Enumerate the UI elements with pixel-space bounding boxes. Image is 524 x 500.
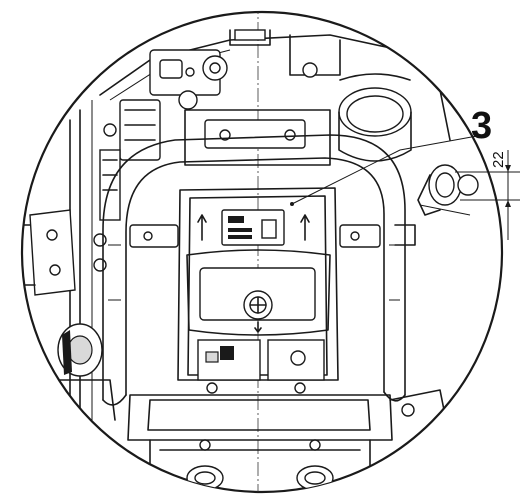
- callout-leader: [291, 133, 489, 205]
- detail-view-circle: [20, 10, 504, 494]
- dimension-label: 22: [490, 151, 507, 168]
- machine-body: [22, 12, 479, 492]
- callout-number: 3: [471, 105, 492, 147]
- dimension-22: 22: [455, 150, 520, 240]
